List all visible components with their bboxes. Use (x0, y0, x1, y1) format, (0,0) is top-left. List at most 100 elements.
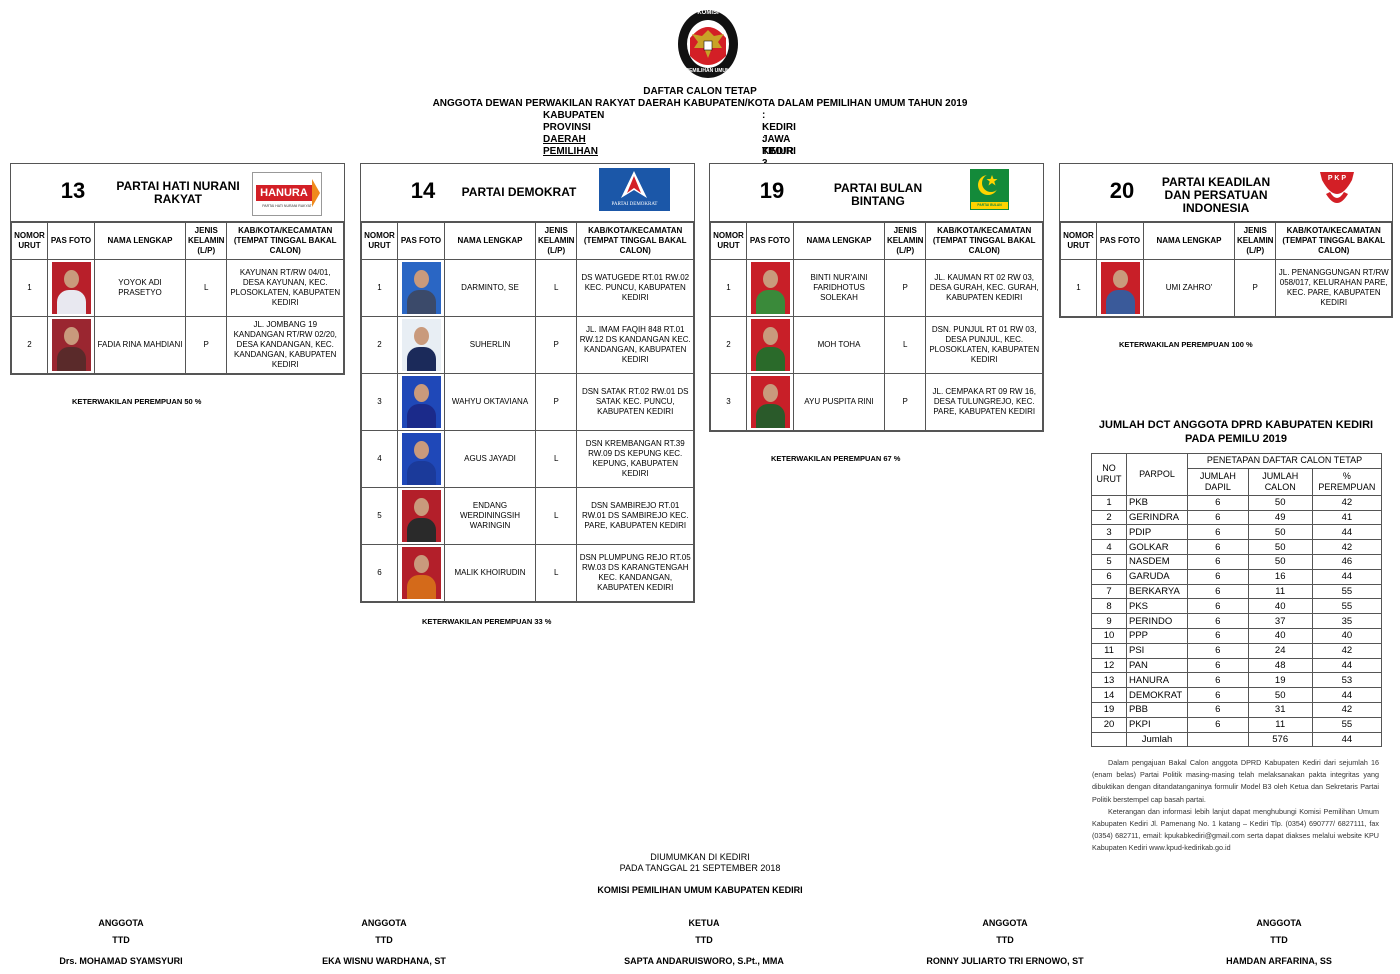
candidate-name: AYU PUSPITA RINI (793, 373, 885, 431)
dct-no: 4 (1091, 539, 1127, 555)
party-panel-hanura: 13 PARTAI HATI NURANI RAKYAT HANURA PART… (10, 163, 345, 375)
candidate-gender: P (534, 316, 578, 374)
header-subtitle: ANGGOTA DEWAN PERWAKILAN RAKYAT DAERAH K… (432, 98, 968, 109)
dct-col-parpol: PARPOL (1126, 453, 1188, 496)
party-panel-pkpi: 20 PARTAI KEADILAN DAN PERSATUAN INDONES… (1059, 163, 1393, 318)
signatory-name: SAPTA ANDARUISWORO, S.Pt., MMA (624, 956, 784, 966)
col-nomor: NOMOR URUT (1060, 222, 1097, 260)
party-number: 20 (1109, 178, 1135, 203)
candidate-name: AGUS JAYADI (444, 430, 536, 488)
footer-line1: DIUMUMKAN DI KEDIRI (650, 852, 750, 862)
candidate-photo-cell (397, 430, 445, 488)
col-alamat: KAB/KOTA/KECAMATAN (TEMPAT TINGGAL BAKAL… (226, 222, 344, 260)
candidate-photo (401, 319, 441, 371)
keterwakilan-pkpi: KETERWAKILAN PEREMPUAN 100 % (1119, 340, 1253, 349)
photo-face (63, 327, 79, 345)
keterwakilan-hanura: KETERWAKILAN PEREMPUAN 50 % (72, 397, 202, 406)
dct-calon: 50 (1247, 687, 1313, 703)
col-nomor: NOMOR URUT (710, 222, 747, 260)
candidate-photo-cell (397, 487, 445, 545)
dct-dapil: 6 (1187, 613, 1249, 629)
col-jk: JENIS KELAMIN (L/P) (1233, 222, 1277, 260)
col-jk: JENIS KELAMIN (L/P) (534, 222, 578, 260)
dct-parpol: GOLKAR (1126, 539, 1188, 555)
photo-body (755, 347, 785, 371)
candidate-photo-cell (746, 373, 794, 431)
dct-parpol: GARUDA (1126, 568, 1188, 585)
candidate-name: FADIA RINA MAHDIANI (94, 316, 186, 374)
info-note: Dalam pengajuan Bakal Calon anggota DPRD… (1092, 757, 1379, 855)
dct-parpol: PDIP (1126, 524, 1188, 541)
photo-body (406, 461, 436, 485)
candidate-table: NOMOR URUT PAS FOTO NAMA LENGKAP JENIS K… (11, 222, 344, 374)
photo-face (762, 327, 778, 345)
dct-parpol: HANURA (1126, 672, 1188, 689)
col-nama: NAMA LENGKAP (793, 222, 885, 260)
signatory-name: HAMDAN ARFARINA, SS (1226, 956, 1332, 966)
field-kabupaten-value: : KEDIRI (762, 110, 796, 133)
dct-parpol: PBB (1126, 701, 1188, 718)
dct-dapil: 6 (1187, 627, 1249, 644)
dct-calon: 50 (1247, 524, 1313, 541)
dct-calon: 40 (1247, 627, 1313, 644)
dct-dapil: 6 (1187, 583, 1249, 600)
keterwakilan-pbb: KETERWAKILAN PEREMPUAN 67 % (771, 454, 901, 463)
dct-table: NO URUT PARPOL PENETAPAN DAFTAR CALON TE… (1091, 453, 1383, 748)
col-nama: NAMA LENGKAP (94, 222, 186, 260)
photo-body (406, 575, 436, 599)
dct-total-calon: 576 (1247, 731, 1313, 748)
col-jk: JENIS KELAMIN (L/P) (883, 222, 927, 260)
dct-no: 20 (1091, 716, 1127, 733)
candidate-gender: P (883, 373, 927, 431)
dct-total-label: Jumlah (1126, 731, 1188, 748)
candidate-name: WAHYU OKTAVIANA (444, 373, 536, 431)
col-nomor: NOMOR URUT (11, 222, 48, 260)
kpu-logo: KOMISI PEMILIHAN UMUM (676, 8, 740, 82)
logo-bottom-text: PEMILIHAN UMUM (685, 68, 731, 74)
candidate-number: 5 (361, 487, 398, 545)
photo-face (413, 384, 429, 402)
dct-perempuan: 42 (1311, 642, 1383, 659)
field-dapil-label: DAERAH PEMILIHAN (543, 134, 598, 157)
photo-body (56, 347, 86, 371)
logo-top-text: KOMISI (697, 10, 719, 16)
candidate-photo (51, 262, 91, 314)
pbb-logo: PARTAI BULAN BINTANG (970, 169, 1009, 210)
footer-org: KOMISI PEMILIHAN UMUM KABUPATEN KEDIRI (597, 885, 803, 895)
field-provinsi-label: PROVINSI (543, 122, 591, 133)
candidate-photo (401, 433, 441, 485)
dct-parpol: PAN (1126, 657, 1188, 674)
signatory-role: ANGGOTA (98, 918, 144, 928)
signatory-name: Drs. MOHAMAD SYAMSYURI (59, 956, 183, 966)
candidate-address: DSN KREMBANGAN RT.39 RW.09 DS KEPUNG KEC… (576, 430, 694, 488)
signatory-role: ANGGOTA (361, 918, 407, 928)
dct-perempuan: 55 (1311, 716, 1383, 733)
candidate-name: MOH TOHA (793, 316, 885, 374)
footer-line2: PADA TANGGAL 21 SEPTEMBER 2018 (619, 863, 781, 873)
dct-perempuan: 41 (1311, 509, 1383, 526)
dct-no: 5 (1091, 553, 1127, 570)
dct-dapil: 6 (1187, 553, 1249, 570)
dct-no: 10 (1091, 627, 1127, 644)
dct-col-calon: JUMLAH CALON (1247, 467, 1313, 496)
candidate-address: JL. CEMPAKA RT 09 RW 16, DESA TULUNGREJO… (925, 373, 1043, 431)
dct-calon: 50 (1247, 494, 1313, 511)
dct-no: 8 (1091, 598, 1127, 615)
candidate-number: 1 (710, 259, 747, 317)
candidate-number: 1 (1060, 259, 1097, 317)
candidate-gender: P (534, 373, 578, 431)
candidate-gender: L (184, 259, 228, 317)
dct-calon: 50 (1247, 539, 1313, 555)
photo-body (406, 347, 436, 371)
signatory-name: RONNY JULIARTO TRI ERNOWO, ST (926, 956, 1084, 966)
